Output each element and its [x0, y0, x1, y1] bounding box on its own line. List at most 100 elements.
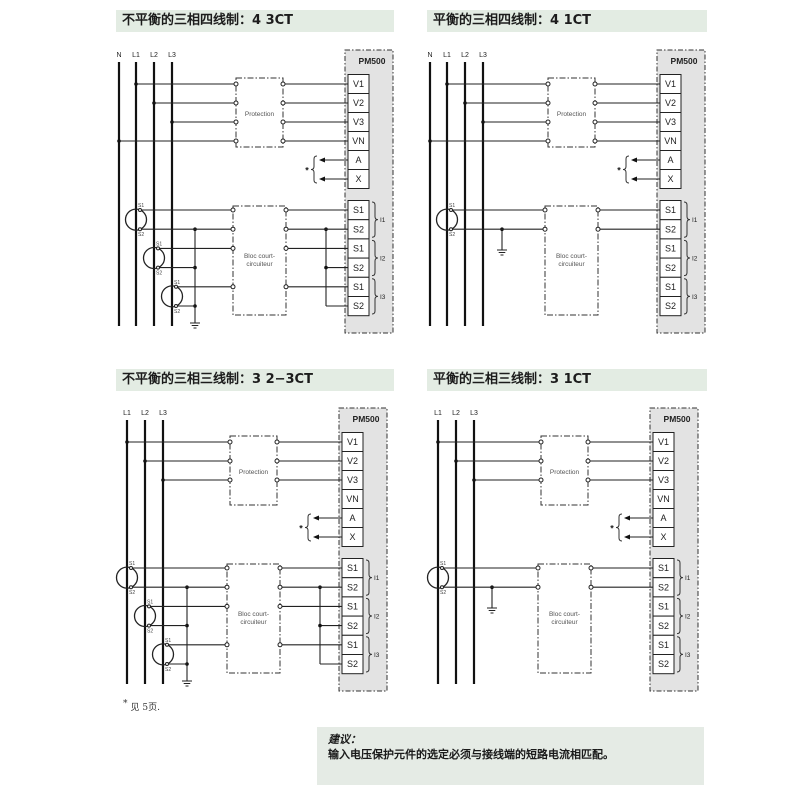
aux-brace — [304, 513, 312, 542]
terminal-label: V3 — [347, 475, 358, 485]
terminal-label: S1 — [353, 244, 364, 254]
protection-terminal — [280, 119, 286, 125]
terminal-label: S2 — [658, 659, 669, 669]
junction-dot — [117, 139, 121, 143]
current-group-brace — [371, 201, 379, 238]
terminal-label: S2 — [658, 621, 669, 631]
protection-terminal — [545, 119, 551, 125]
protection-terminal — [538, 458, 544, 464]
terminal-label: S1 — [347, 640, 358, 650]
ct-tap — [147, 604, 151, 609]
current-group-label: I3 — [380, 294, 386, 301]
junction-dot — [436, 440, 440, 444]
shorting-block-label: circuiteur — [246, 261, 273, 268]
current-group-label: I2 — [685, 614, 691, 621]
protection-terminal — [233, 81, 239, 87]
terminal-label: V3 — [353, 117, 364, 127]
device-label: PM500 — [353, 414, 380, 424]
panel-title-unbalanced-3ph-4w: 不平衡的三相四线制：4 3CT — [116, 10, 394, 32]
protection-terminal — [274, 439, 280, 445]
terminal-label: S2 — [658, 582, 669, 592]
terminal-label: X — [667, 174, 673, 184]
wire-label: L3 — [168, 52, 176, 59]
shorting-block-terminal — [277, 565, 283, 571]
junction-dot — [472, 478, 476, 482]
terminal-box — [659, 169, 682, 189]
terminal-label: S2 — [353, 301, 364, 311]
terminal-label: S1 — [658, 602, 669, 612]
device-label: PM500 — [359, 56, 386, 66]
protection-label: Protection — [245, 111, 275, 118]
footnote: *见 5页. — [123, 699, 160, 713]
current-group-brace — [676, 597, 684, 635]
terminal-label: VN — [352, 136, 365, 146]
shorting-block-terminal — [224, 642, 230, 648]
ct-tap — [174, 284, 178, 289]
shorting-block-terminal — [224, 584, 230, 590]
wire-label: L2 — [452, 410, 460, 417]
terminal-label: S2 — [665, 301, 676, 311]
shorting-block — [537, 563, 592, 674]
aux-brace — [310, 155, 318, 184]
arrow-left-icon — [313, 534, 319, 540]
ct-tap — [129, 585, 133, 590]
terminal-label: V1 — [665, 79, 676, 89]
protection-terminal — [233, 100, 239, 106]
protection-label: Protection — [557, 111, 587, 118]
wire-label: L3 — [470, 410, 478, 417]
arrow-left-icon — [631, 176, 637, 182]
current-group-label: I3 — [374, 652, 380, 659]
protection-terminal — [280, 81, 286, 87]
ct-tap-label: S1 — [147, 599, 153, 605]
footnote-marker: * — [123, 699, 128, 709]
ct-tap-label: S1 — [449, 203, 455, 209]
junction-dot — [161, 478, 165, 482]
ct-tap-label: S1 — [129, 561, 135, 567]
ground-icon — [497, 249, 507, 256]
ct-tap-label: S2 — [147, 629, 153, 635]
terminal-label: V1 — [347, 437, 358, 447]
protection-terminal — [233, 119, 239, 125]
terminal-label: S2 — [353, 224, 364, 234]
ct-tap-label: S1 — [156, 241, 162, 247]
ct-tap — [138, 208, 142, 212]
current-transformer-coil — [124, 208, 148, 231]
ct-tap — [449, 208, 453, 212]
junction-dot — [143, 459, 147, 463]
advice-text: 输入电压保护元件的选定必须与接线端的短路电流相匹配。 — [328, 748, 614, 761]
ct-tap — [449, 227, 453, 232]
ct-tap — [138, 227, 142, 232]
current-group-label: I1 — [374, 575, 380, 582]
junction-dot — [481, 120, 485, 124]
terminal-label: X — [349, 532, 355, 542]
current-group-label: I2 — [374, 614, 380, 621]
shorting-block-terminal — [224, 603, 230, 609]
shorting-block-terminal — [283, 284, 289, 290]
wire-label: L2 — [141, 410, 149, 417]
protection-terminal — [545, 81, 551, 87]
ct-tap-label: S2 — [174, 309, 180, 315]
protection-label: Protection — [239, 469, 269, 476]
shorting-block-terminal — [588, 584, 594, 590]
terminal-label: X — [660, 532, 666, 542]
aux-brace — [615, 513, 623, 542]
ct-tap — [129, 566, 133, 570]
shorting-block-terminal — [230, 207, 236, 213]
protection-terminal — [538, 477, 544, 483]
aux-asterisk: * — [617, 166, 621, 176]
ground-icon — [182, 680, 192, 687]
terminal-label: S1 — [658, 563, 669, 573]
ct-tap — [165, 642, 169, 647]
protection-terminal — [227, 477, 233, 483]
shorting-block-terminal — [535, 584, 541, 590]
junction-dot — [170, 120, 174, 124]
current-group-brace — [683, 201, 691, 238]
shorting-block-terminal — [277, 642, 283, 648]
terminal-label: S2 — [665, 224, 676, 234]
protection-terminal — [585, 439, 591, 445]
ct-tap-label: S2 — [138, 232, 144, 238]
current-group-brace — [676, 559, 684, 596]
terminal-label: S1 — [353, 282, 364, 292]
